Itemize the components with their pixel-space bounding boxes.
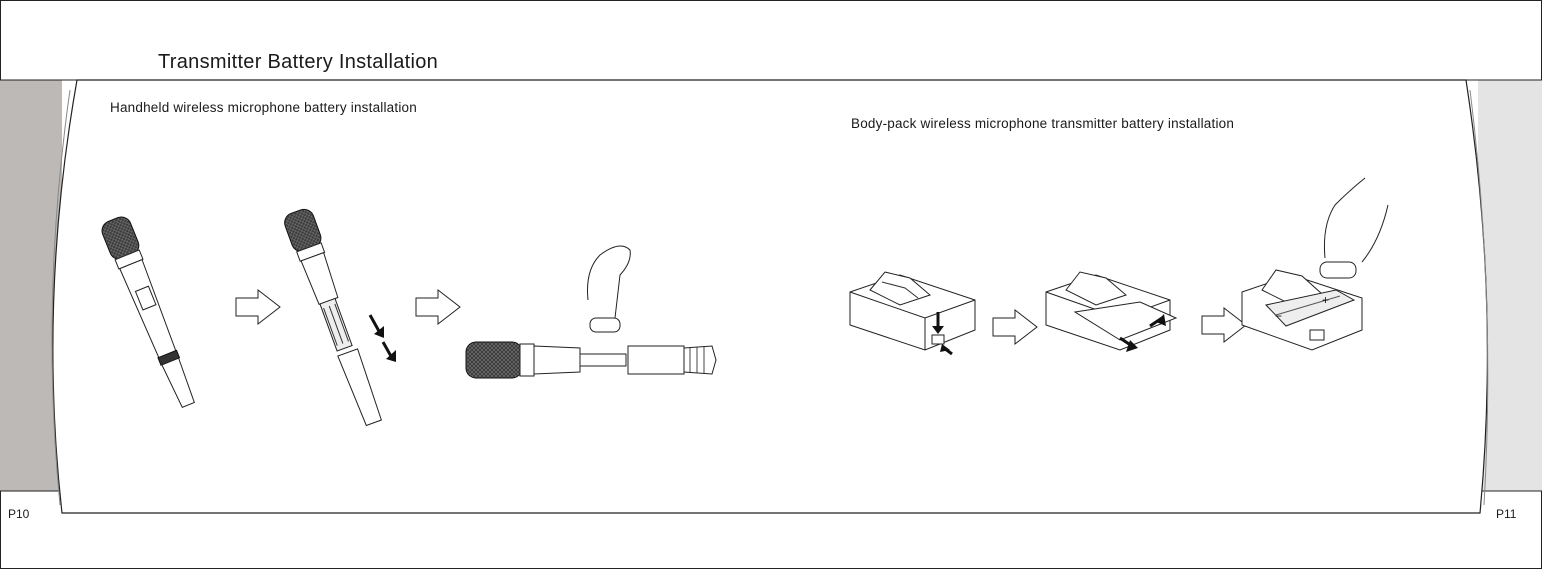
handheld-mic-closed	[101, 216, 195, 408]
step-arrow-4	[1201, 306, 1247, 344]
handheld-section-heading: Handheld wireless microphone battery ins…	[110, 100, 417, 115]
bodypack-battery-insert: − +	[1241, 177, 1389, 351]
page-number-left: P10	[8, 507, 30, 521]
page-title: Transmitter Battery Installation	[158, 51, 439, 73]
svg-text:−: −	[1275, 309, 1282, 323]
right-margin-band	[1478, 80, 1542, 491]
step-arrow-1	[235, 288, 281, 326]
handheld-mic-battery-insert	[465, 245, 717, 379]
page-number-right: P11	[1496, 507, 1517, 521]
step-arrow-2	[415, 288, 461, 326]
handheld-mic-opening	[284, 208, 382, 427]
step-arrow-3	[992, 308, 1038, 346]
svg-text:+: +	[1322, 293, 1329, 307]
bodypack-sliding-cover	[1045, 271, 1178, 352]
bodypack-closed	[849, 271, 976, 356]
bodypack-section-heading: Body-pack wireless microphone transmitte…	[851, 116, 1235, 131]
left-margin-band	[0, 80, 62, 491]
